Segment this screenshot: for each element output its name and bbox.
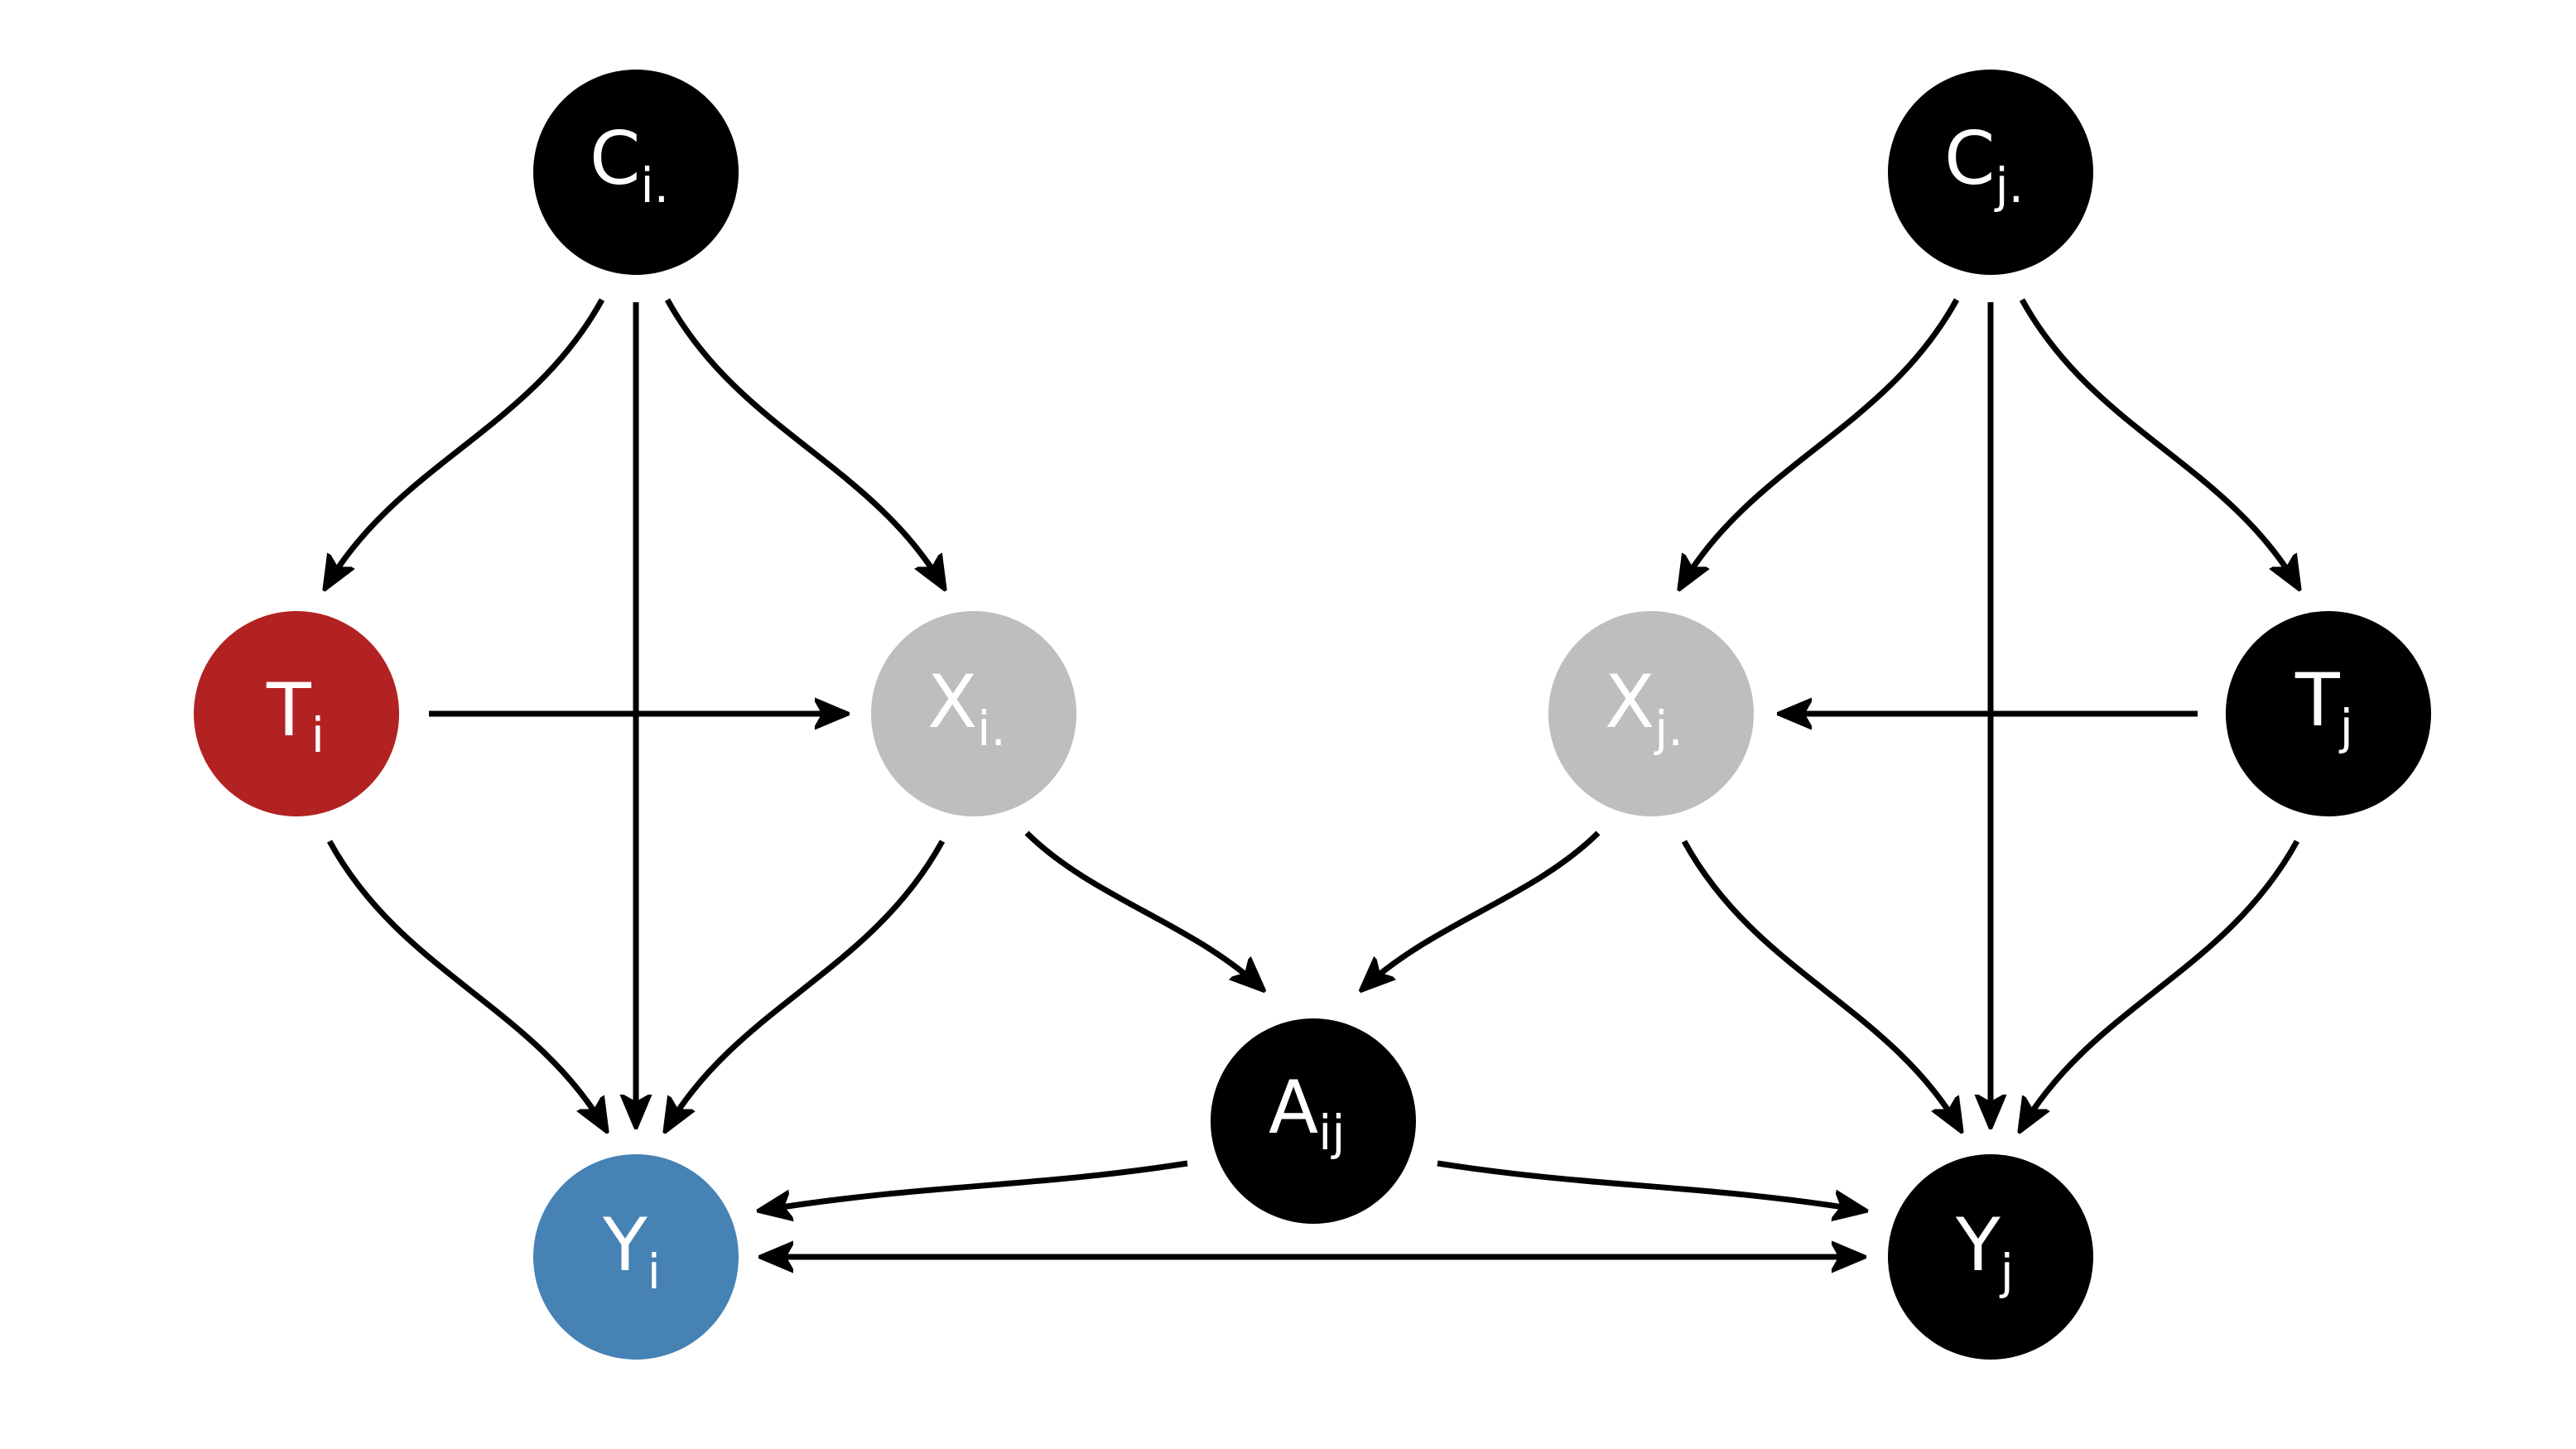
- node-c-j-circle: [1888, 70, 2093, 275]
- node-c-j: Cj.: [1888, 70, 2093, 275]
- node-c-i-label: Ci.: [590, 116, 669, 214]
- node-t-j-label: Tj: [2294, 657, 2353, 755]
- node-c-i: Ci.: [533, 70, 739, 275]
- node-x-j-label: Xj.: [1605, 659, 1683, 757]
- edge-xj-yj: [1681, 840, 1961, 1130]
- node-x-i-circle: [871, 611, 1076, 816]
- node-t-j: Tj: [2226, 611, 2431, 816]
- node-x-i-label: Xi.: [927, 659, 1006, 757]
- node-t-j-circle: [2226, 611, 2431, 816]
- node-a-ij-circle: [1211, 1018, 1416, 1224]
- node-x-j: Xj.: [1548, 611, 1754, 816]
- edge-ti-yi: [326, 840, 606, 1130]
- node-t-i-label: Ti: [266, 667, 325, 763]
- node-c-i-circle: [533, 70, 739, 275]
- node-t-i: Ti: [194, 611, 399, 816]
- node-x-j-circle: [1548, 611, 1754, 816]
- edges: [325, 298, 2300, 1257]
- edge-ci-xi: [664, 298, 944, 588]
- edge-aij-yj: [1437, 1160, 1865, 1211]
- edge-tj-yj: [2020, 840, 2300, 1130]
- node-y-i: Yi: [533, 1154, 739, 1360]
- node-a-ij: Aij: [1211, 1018, 1416, 1224]
- edge-xj-aij: [1362, 830, 1601, 989]
- node-y-j-circle: [1888, 1154, 2093, 1360]
- node-a-ij-label: Aij: [1269, 1065, 1345, 1161]
- edge-cj-xj: [1680, 298, 1960, 588]
- node-c-j-label: Cj.: [1944, 116, 2024, 214]
- nodes: Ci. Cj. Ti Xi. Xj.: [194, 70, 2431, 1360]
- node-x-i: Xi.: [871, 611, 1076, 816]
- node-t-i-circle: [194, 611, 399, 816]
- node-y-i-label: Yi: [602, 1202, 661, 1300]
- edge-xi-yi: [666, 840, 946, 1130]
- edge-aij-yi: [760, 1160, 1188, 1211]
- node-y-j-label: Yj: [1955, 1202, 2014, 1300]
- edge-ci-ti: [325, 298, 605, 588]
- edge-cj-tj: [2019, 298, 2299, 588]
- node-y-j: Yj: [1888, 1154, 2093, 1360]
- edge-xi-aij: [1024, 830, 1263, 989]
- node-y-i-circle: [533, 1154, 739, 1360]
